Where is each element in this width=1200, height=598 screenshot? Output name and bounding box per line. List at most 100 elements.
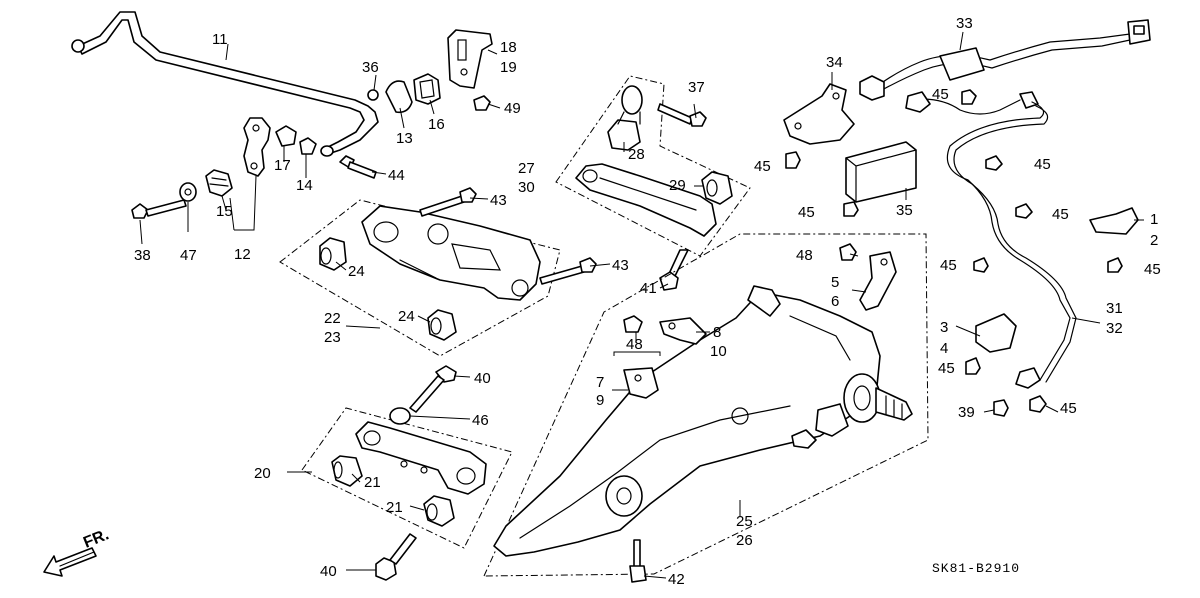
bracket-5-6[interactable] [859,251,897,311]
link-cushion[interactable] [275,125,317,155]
callout-label: 48 [796,247,813,264]
bracket-8-10[interactable] [659,317,707,345]
callout-label: 42 [668,571,685,588]
bolt-45-i[interactable] [1029,395,1047,413]
callout-label: 31 [1106,300,1123,317]
callout-label: 21 [386,499,403,516]
front-direction-label: FR. [81,526,111,551]
abs-harness[interactable] [859,19,1151,115]
bolt-48-upper[interactable] [839,243,857,261]
bolt-45-h[interactable] [965,357,981,375]
bolt-39[interactable] [993,399,1009,417]
callout-label: 21 [364,474,381,491]
callout-label: 8 [713,324,721,341]
washer-47[interactable] [179,182,197,202]
lower-link-bushing-2[interactable] [423,495,455,527]
bolt-44[interactable] [339,155,377,179]
callout-label: 39 [958,404,975,421]
bolt-40-lower[interactable] [375,533,417,581]
bolt-37[interactable] [657,103,707,127]
sensor-bracket-34[interactable] [783,83,855,145]
callout-label: 40 [474,370,491,387]
bolt-45-b[interactable] [785,151,801,169]
bolt-45-g[interactable] [1107,257,1123,273]
callout-label: 35 [896,202,913,219]
bolt-40-upper[interactable] [409,365,457,413]
leader-lines [139,31,1144,579]
callout-label: 26 [736,532,753,549]
callout-label: 45 [938,360,955,377]
callout-label: 2 [1150,232,1158,249]
link-bushing[interactable] [205,169,233,197]
upper-arm-bushing-28[interactable] [607,85,643,151]
trailing-arm[interactable] [493,285,881,557]
callout-label: 5 [831,274,839,291]
upper-arm[interactable] [575,163,717,237]
callout-label: 9 [596,392,604,409]
sensor-bracket-3-4[interactable] [975,313,1017,353]
lower-arm-bushing-lower[interactable] [427,309,457,341]
callout-label: 29 [669,177,686,194]
bolt-45-d[interactable] [843,201,859,217]
lower-link-group-outline [301,407,513,549]
callout-label: 3 [940,319,948,336]
bolt-45-e[interactable] [1015,203,1033,219]
stabilizer-holder-bracket[interactable] [447,29,493,89]
trailing-arm-group-outline [483,233,929,577]
bolt-43-upper[interactable] [419,187,477,217]
stabilizer-bar[interactable] [71,11,379,157]
callout-label: 45 [1060,400,1077,417]
callout-label: 12 [234,246,251,263]
callout-label: 43 [490,192,507,209]
washer-46[interactable] [389,407,411,425]
bolt-45-f[interactable] [973,257,989,273]
callout-label: 33 [956,15,973,32]
callout-label: 27 [518,160,535,177]
bolt-45-a[interactable] [961,89,977,105]
bolt-43-lower[interactable] [539,257,597,285]
callout-label: 41 [640,280,657,297]
callout-label: 23 [324,329,341,346]
lower-link[interactable] [355,421,487,495]
callout-label: 45 [754,158,771,175]
callout-label: 13 [396,130,413,147]
rear-lower-arm[interactable] [361,205,541,301]
bolt-42[interactable] [629,539,647,583]
bolt-48-lower[interactable] [623,315,643,333]
callout-label: 45 [1144,261,1161,278]
bracket-7-9[interactable] [623,367,659,399]
callout-label: 20 [254,465,271,482]
bolt-49[interactable] [473,95,491,111]
callout-label: 32 [1106,320,1123,337]
lower-arm-bushing-upper[interactable] [319,237,347,271]
callout-label: 1 [1150,211,1158,228]
abs-control-unit-35[interactable] [845,141,917,203]
callout-label: 46 [472,412,489,429]
callout-label: 19 [500,59,517,76]
bolt-45-c[interactable] [985,155,1003,171]
callout-label: 14 [296,177,313,194]
callout-label: 34 [826,54,843,71]
callout-label: 45 [1052,206,1069,223]
upper-arm-bushing-29[interactable] [701,171,733,205]
callout-label: 22 [324,310,341,327]
stabilizer-bushing-bracket[interactable] [367,73,441,114]
callout-label: 43 [612,257,629,274]
callout-label: 7 [596,374,604,391]
stabilizer-link[interactable] [243,117,271,177]
callout-label: 30 [518,179,535,196]
lower-link-bushing-1[interactable] [331,455,363,487]
abs-sensor-cable[interactable] [946,101,1077,389]
knuckle-bracket[interactable] [791,403,849,449]
sensor-bracket-1-2[interactable] [1089,207,1139,235]
hub-spindle[interactable] [843,373,913,423]
bolt-41[interactable] [659,249,689,291]
bolt-38[interactable] [131,199,187,219]
callout-label: 24 [398,308,415,325]
callout-label: 45 [1034,156,1051,173]
callout-label: 15 [216,203,233,220]
callout-label: 25 [736,513,753,530]
callout-label: 48 [626,336,643,353]
callout-label: 17 [274,157,291,174]
callout-label: 11 [212,31,228,48]
